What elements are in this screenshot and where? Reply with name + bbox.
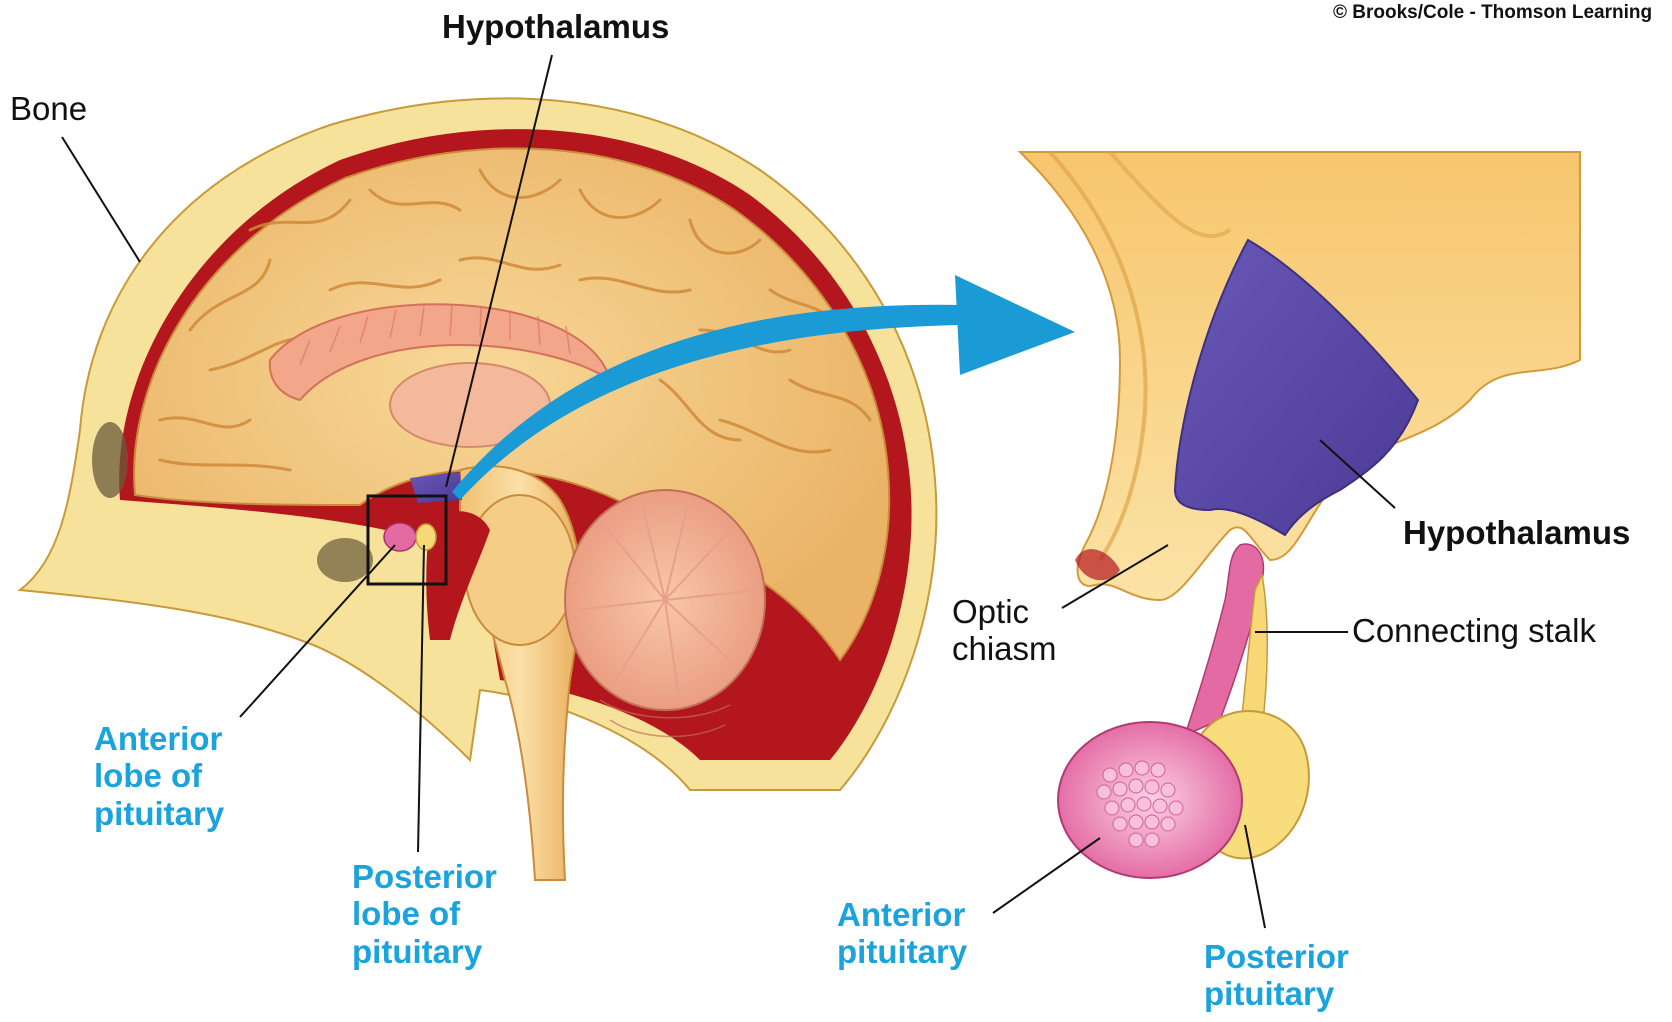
label-hypothalamus-right: Hypothalamus [1403, 514, 1630, 551]
label-anterior-pituitary-line2: pituitary [837, 933, 967, 970]
label-anterior-lobe-line3: pituitary [94, 795, 224, 832]
leader-bone [62, 137, 140, 262]
label-posterior-lobe: Posterior lobe of pituitary [352, 858, 497, 970]
label-anterior-pituitary-line1: Anterior [837, 896, 967, 933]
label-anterior-lobe-line1: Anterior [94, 720, 224, 757]
anterior-lobe-small [384, 523, 416, 551]
frontal-sinus [92, 422, 128, 498]
posterior-lobe-small [416, 524, 436, 550]
label-posterior-lobe-line2: lobe of [352, 895, 497, 932]
label-posterior-pituitary-line2: pituitary [1204, 975, 1349, 1012]
label-posterior-lobe-line1: Posterior [352, 858, 497, 895]
label-posterior-lobe-line3: pituitary [352, 933, 497, 970]
label-optic-chiasm-line1: Optic [952, 593, 1057, 630]
sphenoid-sinus [317, 538, 373, 582]
pons [465, 495, 575, 645]
label-anterior-lobe-line2: lobe of [94, 757, 224, 794]
copyright: © Brooks/Cole - Thomson Learning [1333, 2, 1652, 23]
label-optic-chiasm: Optic chiasm [952, 593, 1057, 668]
label-anterior-lobe: Anterior lobe of pituitary [94, 720, 224, 832]
leader-anterior-pituitary [993, 838, 1100, 913]
label-posterior-pituitary: Posterior pituitary [1204, 938, 1349, 1013]
label-connecting-stalk: Connecting stalk [1352, 612, 1596, 649]
label-anterior-pituitary: Anterior pituitary [837, 896, 967, 971]
label-optic-chiasm-line2: chiasm [952, 630, 1057, 667]
label-bone: Bone [10, 90, 87, 127]
label-hypothalamus-top: Hypothalamus [442, 8, 669, 45]
label-posterior-pituitary-line1: Posterior [1204, 938, 1349, 975]
